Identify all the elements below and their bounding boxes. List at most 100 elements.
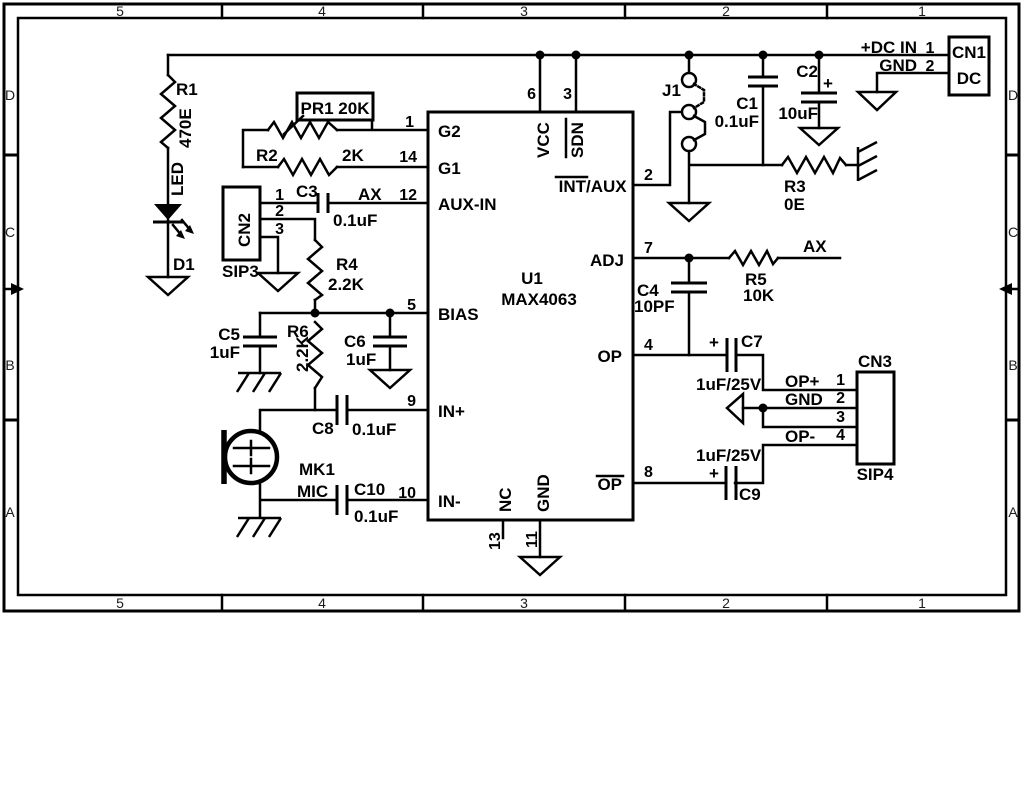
cn3-gnd: GND [785, 390, 823, 409]
cn3-op-minus: OP- [785, 427, 815, 446]
u1-pin-adj: ADJ [590, 251, 624, 270]
u1-pin-nc: NC [496, 487, 515, 512]
zone-top-3: 3 [520, 3, 528, 19]
u1-pin14-num: 14 [399, 149, 417, 166]
c6-value: 1uF [346, 350, 376, 369]
c6-ref: C6 [344, 332, 366, 351]
u1-pin-opbar: OP [597, 475, 622, 494]
ground-symbols [144, 90, 900, 577]
zone-bottom-1: 1 [918, 595, 926, 611]
centerline-arrow-right [999, 283, 1021, 295]
u1-pin12-num: 12 [399, 187, 417, 204]
c5-ref: C5 [218, 325, 240, 344]
chassis-ground-mic [235, 516, 283, 538]
zone-top-1: 1 [918, 3, 926, 19]
u1-pin-inp: IN+ [438, 402, 465, 421]
ic-u1: G2 G1 AUX-IN BIAS IN+ IN- VCC SDN INT /A… [426, 86, 653, 550]
u1-pin10-num: 10 [398, 485, 416, 502]
c1-ref: C1 [736, 94, 758, 113]
u1-pin1-num: 1 [405, 114, 414, 131]
mk1-ref: MK1 [299, 460, 335, 479]
resistor-r4: R4 2.2K [306, 238, 365, 302]
r2-value: 2K [342, 146, 364, 165]
resistor-r1: R1 470E [159, 73, 198, 150]
u1-pin6-num: 6 [527, 86, 536, 103]
ground-ic [516, 555, 564, 577]
c2-ref: C2 [796, 62, 818, 81]
capacitor-c8: C8 0.1uF [312, 395, 396, 439]
u1-pin5-num: 5 [407, 297, 416, 314]
u1-pin-intaux: /AUX [586, 177, 627, 196]
u1-pin-auxin: AUX-IN [438, 195, 497, 214]
capacitor-c6: C6 1uF [344, 332, 407, 369]
zone-right-d: D [1008, 87, 1018, 103]
c8-value: 0.1uF [352, 420, 396, 439]
c2-value: 10uF [778, 104, 818, 123]
jumper-j1: J1 [662, 71, 707, 153]
u1-pin8-num: 8 [644, 464, 653, 481]
u1-pin2-num: 2 [644, 167, 653, 184]
resistor-r6: R6 2.2K [287, 320, 324, 390]
u1-pin-int: INT [559, 177, 587, 196]
zone-left-a: A [5, 504, 15, 520]
c3-ref: C3 [296, 182, 318, 201]
trimmer-pr1: PR1 20K [266, 91, 375, 141]
j1-ref: J1 [662, 81, 681, 100]
c9-ref: C9 [739, 485, 761, 504]
u1-pin-vcc: VCC [534, 122, 553, 158]
capacitor-c4: C4 10PF [634, 281, 707, 316]
chassis-ground-c5 [235, 371, 283, 393]
zone-left-c: C [5, 224, 15, 240]
u1-pin7-num: 7 [644, 240, 653, 257]
ground-cn3 [725, 391, 745, 426]
cn1-type: DC [957, 69, 982, 88]
u1-pin-inn: IN- [438, 492, 461, 511]
r6-value: 2.2K [293, 335, 312, 372]
u1-part: MAX4063 [501, 290, 577, 309]
c7-polarity: + [709, 333, 719, 352]
c8-ref: C8 [312, 419, 334, 438]
u1-pin-g1: G1 [438, 159, 461, 178]
junction-dots [310, 50, 824, 413]
u1-pin13-num: 13 [487, 532, 504, 550]
cn3-pin1-num: 1 [836, 372, 845, 389]
zone-right-b: B [1008, 357, 1017, 373]
u1-pin-gnd: GND [534, 474, 553, 512]
cn3-pin3-num: 3 [836, 409, 845, 426]
cn2-pin2-num: 2 [275, 203, 284, 220]
c7-ref: C7 [741, 332, 763, 351]
zone-left-d: D [5, 87, 15, 103]
cn1-pin2-num: 2 [926, 58, 935, 75]
cn3-type: SIP4 [857, 465, 894, 484]
r1-ref: R1 [176, 80, 198, 99]
zone-top-2: 2 [722, 3, 730, 19]
u1-pin11-num: 11 [524, 531, 541, 548]
sheet-border: 5 4 3 2 1 5 4 3 2 1 D C B A D C B A [2, 2, 1021, 613]
d1-value: LED [168, 162, 187, 196]
u1-pin-sdn: SDN [568, 122, 587, 158]
ground-cn1 [854, 90, 900, 112]
ground-cn2 [254, 271, 302, 293]
cn2-type: SIP3 [222, 262, 259, 281]
capacitor-c3: C3 0.1uF [296, 182, 377, 230]
r1-value: 470E [176, 108, 195, 148]
r4-ref: R4 [336, 255, 358, 274]
zone-bottom-4: 4 [318, 595, 326, 611]
net-ax-label-2: AX [803, 237, 827, 256]
cn2-pin3-num: 3 [275, 221, 284, 238]
connector-cn2: CN2 SIP3 1 2 3 [221, 185, 284, 281]
cn2-pin1-num: 1 [275, 187, 284, 204]
chassis-ground-r3 [856, 140, 878, 182]
cn3-pin4-num: 4 [836, 427, 845, 444]
resistor-r2: R2 2K [256, 146, 364, 178]
r4-value: 2.2K [328, 275, 365, 294]
zone-right-a: A [1008, 504, 1018, 520]
ground-c6 [366, 368, 414, 390]
d1-ref: D1 [173, 255, 195, 274]
cn3-ref: CN3 [858, 352, 892, 371]
resistor-r3: R3 0E [780, 154, 848, 214]
cn3-pin2-num: 2 [836, 390, 845, 407]
r3-ref: R3 [784, 177, 806, 196]
capacitor-c2: C2 + 10uF [778, 62, 837, 123]
ground-c2 [796, 126, 842, 147]
